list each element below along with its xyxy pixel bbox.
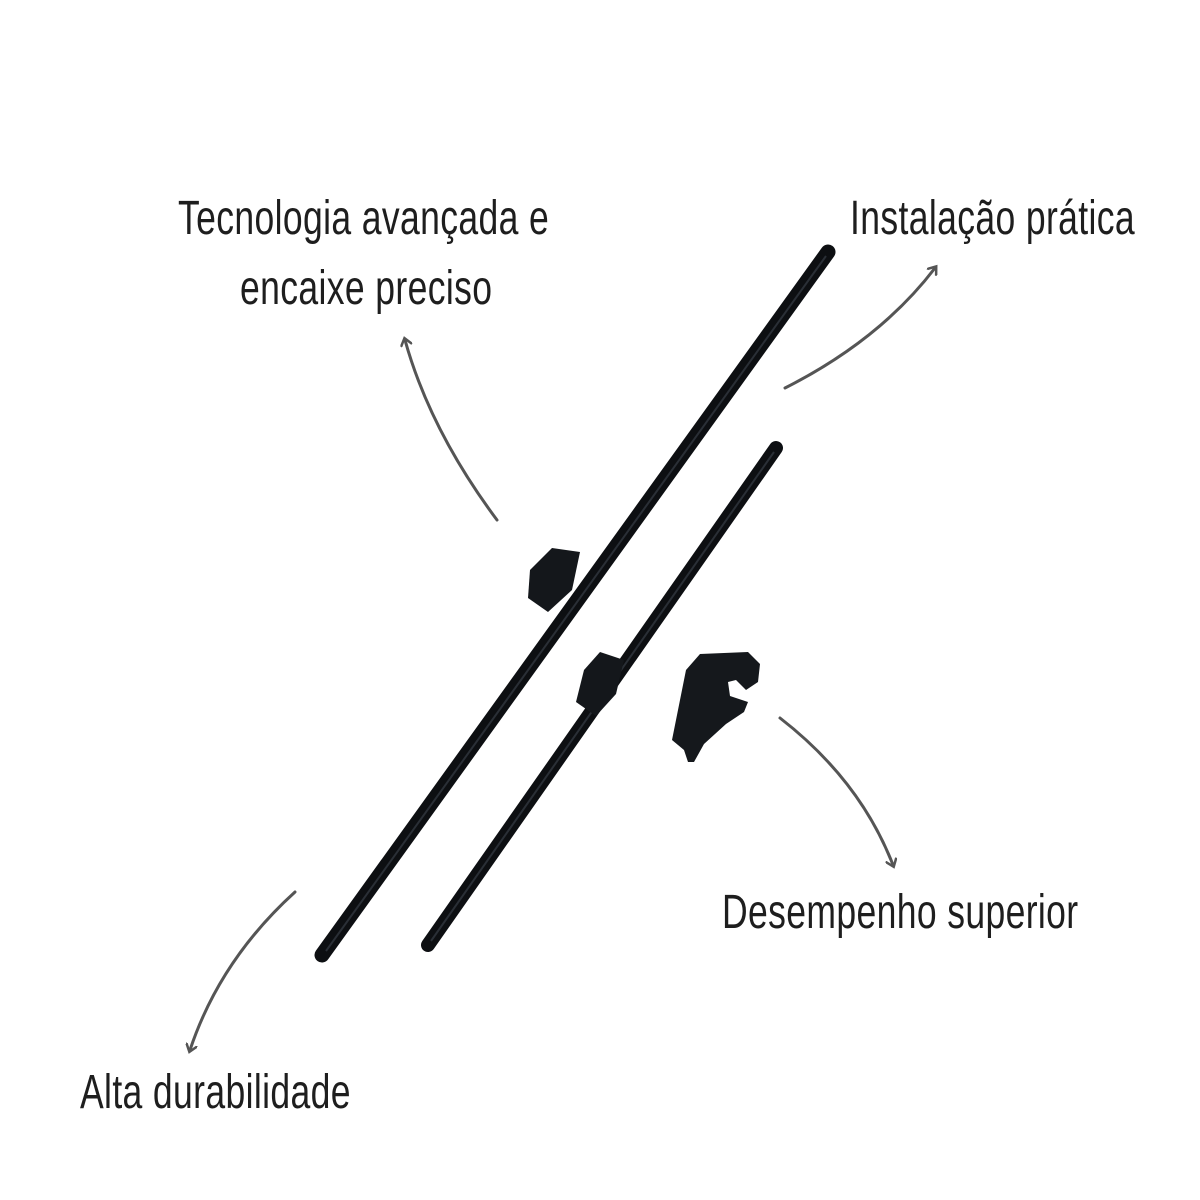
- adapter-clip: [672, 652, 760, 762]
- blade-connector: [576, 652, 624, 716]
- arrow-icon: [190, 890, 297, 1050]
- blade-connector: [528, 548, 580, 612]
- label-technology-line2: encaixe preciso: [240, 262, 493, 315]
- long-wiper-blade: [314, 244, 836, 963]
- short-wiper-blade: [421, 441, 783, 952]
- label-durability: Alta durabilidade: [80, 1066, 351, 1119]
- label-performance: Desempenho superior: [722, 886, 1079, 939]
- arrow-icon: [783, 268, 935, 390]
- arrow-icon: [405, 340, 499, 522]
- callout-arrows: [190, 268, 935, 1050]
- label-installation: Instalação prática: [850, 192, 1136, 245]
- label-technology-line1: Tecnologia avançada e: [178, 192, 550, 245]
- arrow-icon: [778, 716, 893, 865]
